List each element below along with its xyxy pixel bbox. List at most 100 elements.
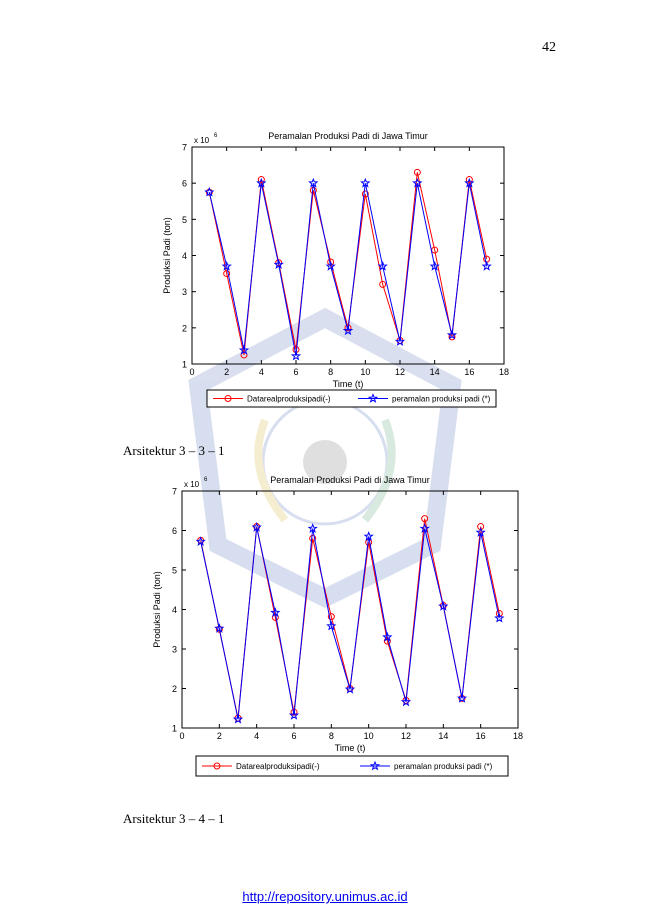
x-tick-label: 4 bbox=[254, 731, 259, 741]
legend-box bbox=[195, 755, 509, 777]
data-point-series-2 bbox=[360, 177, 371, 188]
y-tick-label: 7 bbox=[182, 143, 187, 153]
chart-title: Peramalan Produksi Padi di Jawa Timur bbox=[268, 131, 428, 141]
x-tick-label: 6 bbox=[291, 731, 296, 741]
y-tick-label: 2 bbox=[172, 684, 177, 694]
data-point-series-2 bbox=[412, 177, 423, 188]
data-point-series-2 bbox=[394, 336, 406, 346]
x-tick-label: 12 bbox=[401, 731, 411, 741]
data-point-series-2 bbox=[429, 260, 440, 271]
legend-marker-series-2 bbox=[369, 760, 381, 771]
caption-arsitektur-3-4-1: Arsitektur 3 – 4 – 1 bbox=[123, 811, 225, 826]
data-point-series-2 bbox=[344, 683, 356, 694]
data-point-series-2 bbox=[325, 260, 336, 271]
x-tick-label: 12 bbox=[395, 367, 405, 377]
y-axis-label: Produksi Padi (ton) bbox=[152, 571, 162, 648]
data-point-series-2 bbox=[288, 710, 300, 720]
data-point-series-2 bbox=[326, 620, 337, 631]
y-tick-label: 6 bbox=[182, 179, 187, 189]
axis-scale-label: x 10 bbox=[184, 480, 200, 489]
data-point-series-2 bbox=[481, 260, 492, 271]
x-tick-label: 16 bbox=[476, 731, 486, 741]
data-point-series-2 bbox=[238, 344, 250, 355]
legend-marker-series-1 bbox=[224, 395, 232, 402]
data-point-series-2 bbox=[214, 623, 225, 633]
data-point-series-2 bbox=[270, 607, 281, 618]
y-tick-label: 4 bbox=[182, 251, 187, 261]
x-tick-label: 2 bbox=[217, 731, 222, 741]
x-tick-label: 10 bbox=[364, 731, 374, 741]
page-number: 42 bbox=[542, 40, 556, 55]
chart-arsitektur-3-3-1: Peramalan Produksi Padi di Jawa Timur x 1… bbox=[162, 131, 509, 408]
legend-marker-series-2 bbox=[367, 393, 379, 403]
data-point-series-1 bbox=[344, 324, 352, 332]
x-tick-label: 0 bbox=[189, 367, 194, 377]
data-point-series-2 bbox=[475, 527, 486, 537]
data-point-series-2 bbox=[377, 260, 388, 271]
data-point-series-2 bbox=[494, 612, 505, 623]
y-tick-label: 1 bbox=[172, 724, 177, 734]
x-tick-label: 4 bbox=[259, 367, 264, 377]
y-axis-label: Produksi Padi (ton) bbox=[162, 217, 172, 294]
y-tick-label: 4 bbox=[172, 605, 177, 615]
x-tick-label: 14 bbox=[430, 367, 440, 377]
data-point-series-2 bbox=[382, 631, 393, 642]
y-tick-label: 7 bbox=[172, 487, 177, 497]
data-point-series-2 bbox=[342, 325, 354, 336]
repository-link[interactable]: http://repository.unimus.ac.id bbox=[242, 889, 408, 904]
data-point-series-2 bbox=[464, 177, 475, 188]
x-tick-label: 14 bbox=[438, 731, 448, 741]
data-point-series-2 bbox=[363, 530, 374, 541]
data-point-series-1 bbox=[327, 613, 335, 621]
data-point-series-2 bbox=[204, 186, 215, 197]
series-line-2 bbox=[200, 527, 500, 720]
y-tick-label: 3 bbox=[172, 645, 177, 655]
data-point-series-2 bbox=[446, 329, 458, 340]
caption-arsitektur-3-3-1: Arsitektur 3 – 3 – 1 bbox=[123, 443, 225, 458]
x-tick-label: 18 bbox=[499, 367, 509, 377]
data-point-series-1 bbox=[465, 176, 473, 184]
y-tick-label: 5 bbox=[172, 566, 177, 576]
data-point-series-2 bbox=[456, 693, 468, 703]
data-point-series-2 bbox=[195, 536, 206, 546]
x-tick-label: 6 bbox=[293, 367, 298, 377]
data-point-series-1 bbox=[421, 515, 429, 523]
data-point-series-1 bbox=[223, 270, 231, 278]
legend-label-series-2: peramalan produksi padi (*) bbox=[392, 395, 491, 404]
data-point-series-2 bbox=[400, 696, 412, 707]
data-point-series-2 bbox=[221, 260, 232, 271]
x-axis-label: Time (t) bbox=[335, 743, 366, 753]
x-tick-label: 18 bbox=[513, 731, 523, 741]
axis-scale-label: x 10 bbox=[194, 136, 210, 145]
legend-label-series-2: peramalan produksi padi (*) bbox=[394, 762, 493, 771]
data-point-series-2 bbox=[307, 523, 318, 533]
chart-title: Peramalan Produksi Padi di Jawa Timur bbox=[270, 475, 430, 485]
y-tick-label: 5 bbox=[182, 215, 187, 225]
y-tick-label: 3 bbox=[182, 287, 187, 297]
x-tick-label: 2 bbox=[224, 367, 229, 377]
x-axis-label: Time (t) bbox=[333, 379, 364, 389]
legend-box bbox=[206, 389, 497, 408]
x-tick-label: 10 bbox=[360, 367, 370, 377]
y-tick-label: 6 bbox=[172, 526, 177, 536]
data-point-series-2 bbox=[308, 177, 319, 188]
data-point-series-2 bbox=[290, 350, 302, 361]
legend-marker-series-1 bbox=[213, 762, 221, 770]
x-tick-label: 16 bbox=[464, 367, 474, 377]
data-point-series-2 bbox=[273, 259, 284, 269]
x-tick-label: 8 bbox=[329, 731, 334, 741]
axis-scale-exponent: 6 bbox=[204, 477, 208, 483]
series-line-2 bbox=[208, 183, 488, 357]
data-point-series-1 bbox=[413, 168, 421, 176]
data-point-series-1 bbox=[309, 534, 317, 542]
chart-arsitektur-3-4-1: Peramalan Produksi Padi di Jawa Timur x 1… bbox=[152, 475, 523, 777]
data-point-series-1 bbox=[215, 625, 223, 633]
x-tick-label: 0 bbox=[179, 731, 184, 741]
data-point-series-1 bbox=[379, 280, 387, 288]
data-point-series-2 bbox=[438, 600, 449, 611]
legend-label-series-1: Datarealproduksipadi(-) bbox=[236, 762, 320, 771]
y-tick-label: 2 bbox=[182, 323, 187, 333]
x-tick-label: 8 bbox=[328, 367, 333, 377]
y-tick-label: 1 bbox=[182, 360, 187, 370]
axis-scale-exponent: 6 bbox=[214, 133, 218, 139]
